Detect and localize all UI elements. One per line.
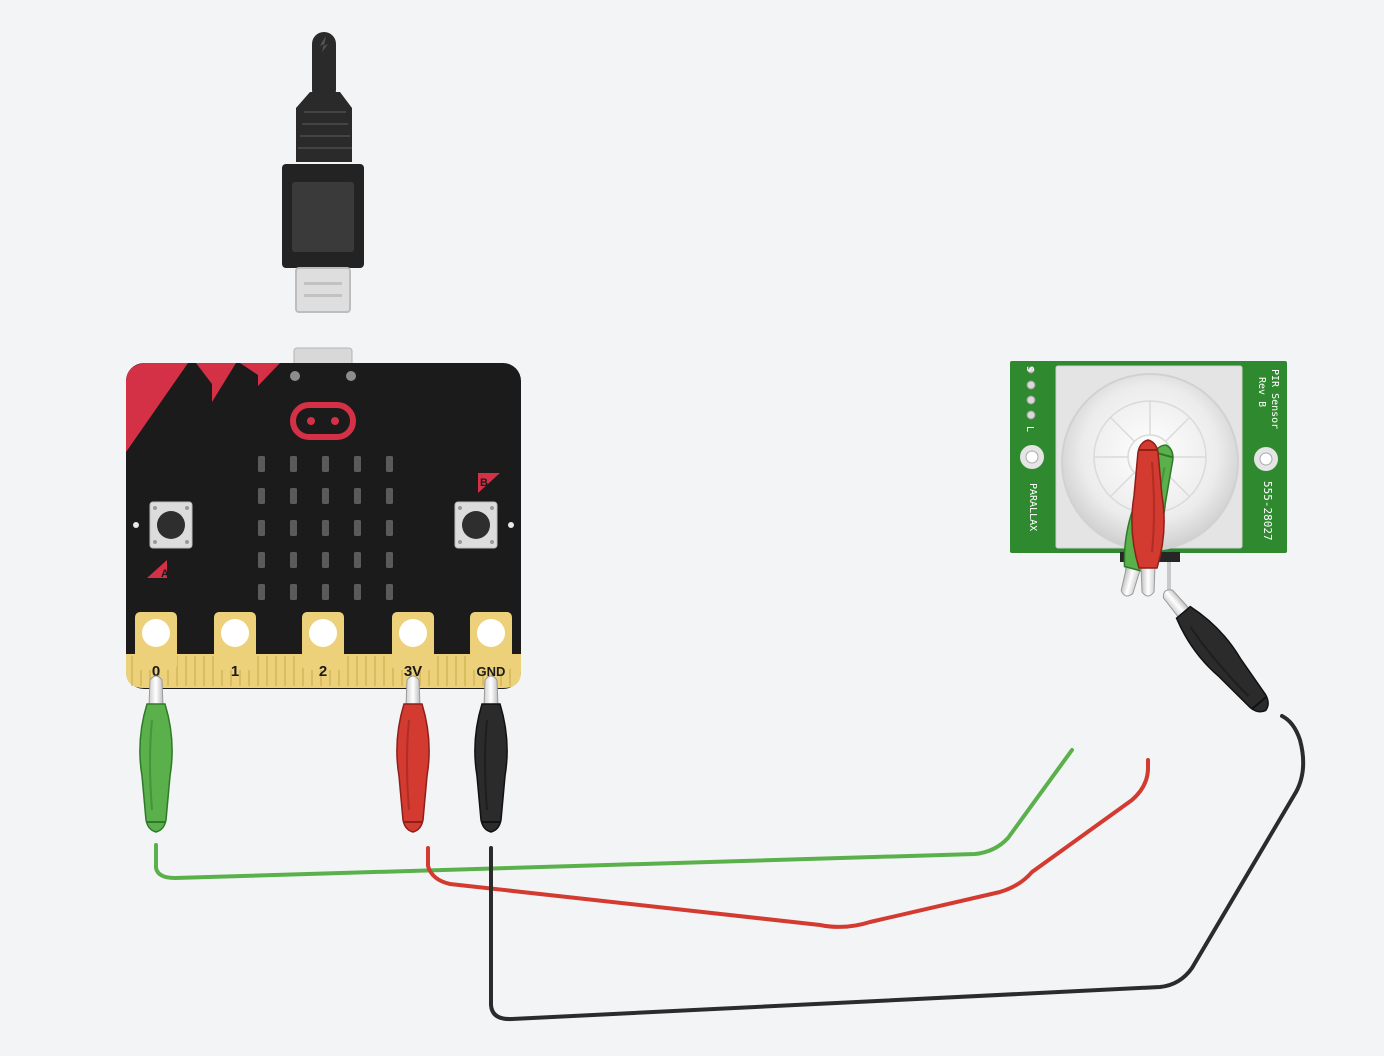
led-matrix <box>258 456 393 600</box>
led-3-2 <box>322 552 329 568</box>
led-0-2 <box>322 456 329 472</box>
led-0-4 <box>386 456 393 472</box>
pin-2[interactable] <box>302 612 344 670</box>
pir-part-number: 555-28027 <box>1261 481 1274 541</box>
led-2-4 <box>386 520 393 536</box>
led-4-3 <box>354 584 361 600</box>
button-a-marker <box>147 560 167 578</box>
led-1-2 <box>322 488 329 504</box>
pin-gnd-label: GND <box>477 664 506 679</box>
ground-wire[interactable] <box>489 714 1306 1022</box>
pir-pin-pad <box>1026 380 1036 390</box>
usb-cable[interactable] <box>282 32 364 313</box>
accent-stripe <box>126 363 188 452</box>
led-1-0 <box>258 488 265 504</box>
pir-brand: PARALLAX <box>1027 483 1038 531</box>
led-4-4 <box>386 584 393 600</box>
pin-0[interactable] <box>135 612 177 670</box>
led-2-1 <box>290 520 297 536</box>
led-1-4 <box>386 488 393 504</box>
led-4-2 <box>322 584 329 600</box>
pin-0-label: 0 <box>152 663 160 680</box>
led-2-2 <box>322 520 329 536</box>
pir-pin-pad <box>1027 366 1035 374</box>
pir-revision: Rev B <box>1256 377 1267 407</box>
led-3-1 <box>290 552 297 568</box>
pir-pin-s-label: S <box>1024 366 1035 372</box>
clip-pin-3v[interactable] <box>396 675 430 833</box>
led-4-1 <box>290 584 297 600</box>
alligator-clips <box>139 439 1278 833</box>
microbit-board[interactable]: A B <box>126 347 521 689</box>
pir-pin-pad <box>1026 395 1036 405</box>
usb-grip-ridges <box>298 111 352 149</box>
microbit-logo <box>290 402 356 440</box>
pir-pin-pad <box>1026 410 1036 420</box>
led-0-0 <box>258 456 265 472</box>
led-4-0 <box>258 584 265 600</box>
pin-1[interactable] <box>214 612 256 670</box>
button-a-label: A <box>161 568 169 580</box>
mount-hole <box>346 371 356 381</box>
clip-pir-ground[interactable] <box>1153 581 1278 721</box>
led-2-0 <box>258 520 265 536</box>
wires-layer <box>154 714 1306 1022</box>
button-b-label: B <box>480 477 488 489</box>
led-3-4 <box>386 552 393 568</box>
button-b[interactable] <box>454 501 498 549</box>
power-wire[interactable] <box>426 758 1150 929</box>
clip-pir-power[interactable] <box>1131 439 1165 597</box>
led-0-1 <box>290 456 297 472</box>
signal-wire[interactable] <box>154 748 1074 880</box>
usb-cord <box>312 32 336 102</box>
pir-pin-l-label: L <box>1024 426 1035 432</box>
lightning-icon <box>320 36 328 52</box>
usb-plug-face <box>292 182 354 252</box>
usb-micro-connector <box>295 267 351 313</box>
button-a[interactable] <box>149 501 193 549</box>
led-0-3 <box>354 456 361 472</box>
pin-2-label: 2 <box>319 663 327 680</box>
pir-title: PIR Sensor <box>1269 369 1280 429</box>
pin-gnd[interactable] <box>470 612 512 670</box>
pir-lens-segments <box>1093 400 1207 514</box>
led-3-0 <box>258 552 265 568</box>
mount-hole <box>290 371 300 381</box>
button-b-marker <box>478 473 500 493</box>
usb-strain-relief <box>296 92 352 162</box>
led-1-1 <box>290 488 297 504</box>
clip-pin-0[interactable] <box>139 675 173 833</box>
led-2-3 <box>354 520 361 536</box>
pir-pin-ground[interactable] <box>1167 562 1171 592</box>
pin-3v-label: 3V <box>404 663 422 680</box>
led-3-3 <box>354 552 361 568</box>
pin-1-label: 1 <box>231 663 239 680</box>
clip-pin-gnd[interactable] <box>474 675 508 833</box>
pin-3v[interactable] <box>392 612 434 670</box>
led-1-3 <box>354 488 361 504</box>
